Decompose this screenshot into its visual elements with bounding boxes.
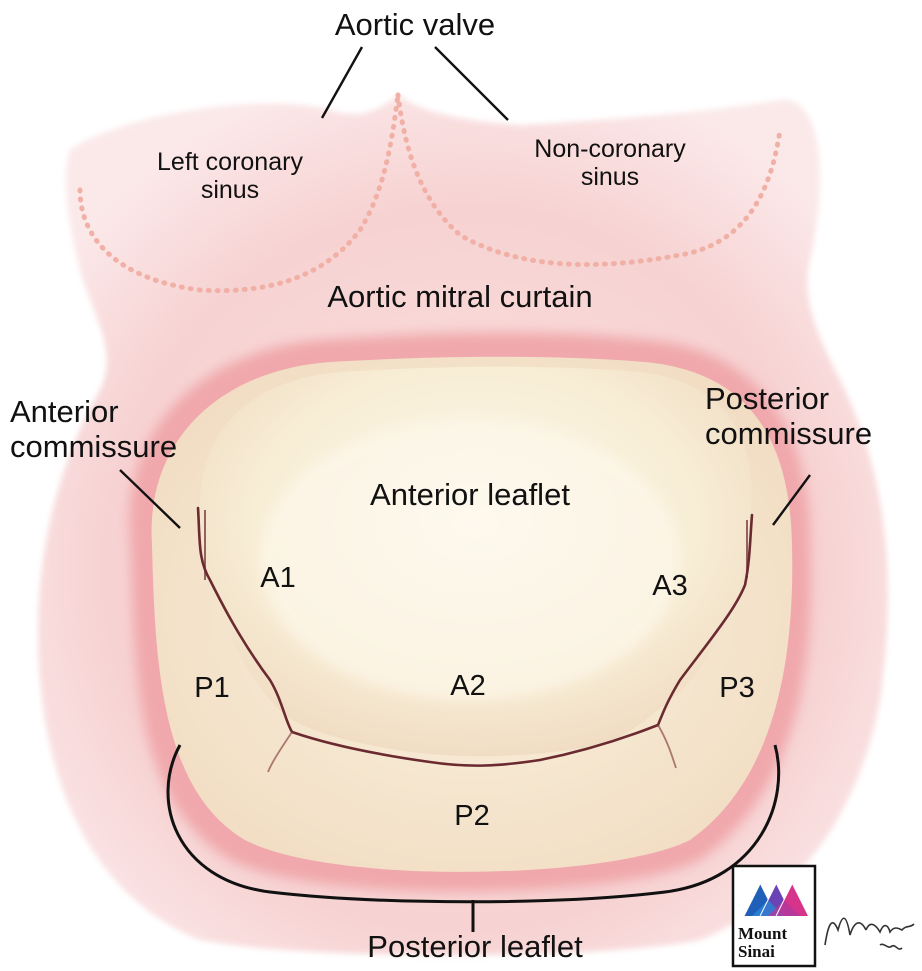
segment-a1-label: A1: [238, 562, 318, 594]
aortic-mitral-curtain-label: Aortic mitral curtain: [290, 280, 630, 315]
aortic-valve-label: Aortic valve: [315, 8, 515, 43]
anterior-leaflet-label: Anterior leaflet: [320, 478, 620, 513]
segment-a2-label: A2: [428, 670, 508, 702]
artist-signature: [825, 918, 914, 949]
segment-a3-label: A3: [630, 570, 710, 602]
left-coronary-sinus-label: Left coronary sinus: [120, 148, 340, 204]
aortic-valve-leader-right: [435, 47, 508, 120]
segment-p3-label: P3: [697, 672, 777, 704]
non-coronary-sinus-label: Non-coronary sinus: [500, 135, 720, 191]
aortic-valve-leader-left: [322, 47, 362, 118]
logo-word-mount: Mount: [738, 925, 787, 942]
posterior-commissure-label: Posterior commissure: [705, 382, 922, 451]
logo-word-sinai: Sinai: [738, 943, 775, 960]
segment-p2-label: P2: [432, 800, 512, 832]
posterior-leaflet-label: Posterior leaflet: [310, 930, 640, 965]
segment-p1-label: P1: [172, 672, 252, 704]
anterior-commissure-label: Anterior commissure: [10, 395, 230, 464]
